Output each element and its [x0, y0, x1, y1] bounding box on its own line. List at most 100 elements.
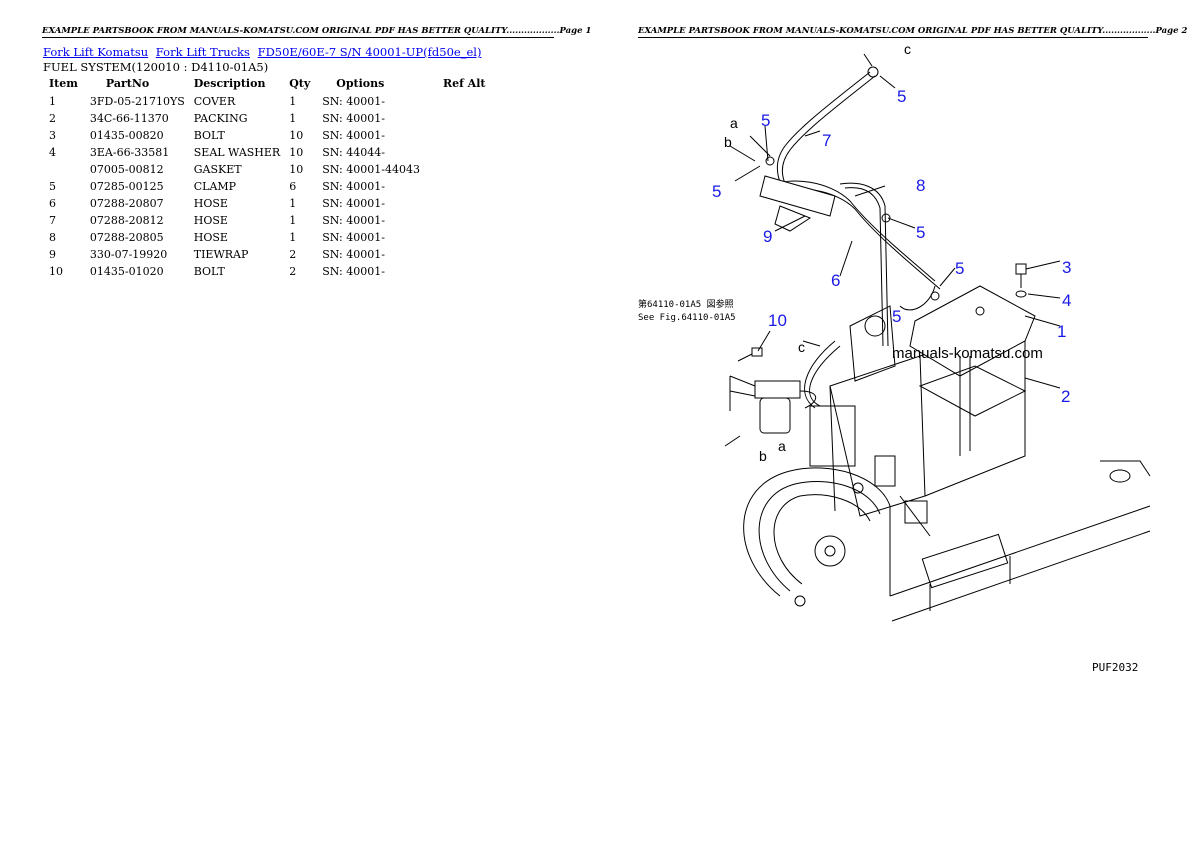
cell-ref-alt [423, 93, 492, 110]
cell-qty: 1 [289, 213, 297, 227]
machine-frame [889, 460, 1151, 622]
breadcrumb-link-fork-lift-trucks[interactable]: Fork Lift Trucks [155, 45, 250, 59]
reference-note-japanese: 第64110-01A5 図参照 [638, 298, 734, 310]
table-row: 07005-00812 GASKET 10 SN: 40001-44043 [43, 161, 491, 178]
cell-options: SN: 40001-44043 [322, 162, 420, 176]
cell-item: 5 [49, 179, 56, 193]
callout-5-top: 5 [897, 87, 906, 106]
cell-description: COVER [193, 94, 236, 108]
cell-item [43, 161, 84, 178]
cell-partno: 07288-20812 [89, 213, 164, 227]
letter-b-bottom: b [759, 448, 767, 464]
cell-partno: 07285-00125 [89, 179, 164, 193]
callout-5-upper: 5 [955, 259, 964, 278]
column-header-partno: PartNo [105, 77, 150, 90]
cell-partno: 07288-20807 [89, 196, 164, 210]
callout-6: 6 [831, 271, 840, 290]
cell-partno: 3EA-66-33581 [89, 145, 170, 159]
breadcrumb-link-fork-lift-komatsu[interactable]: Fork Lift Komatsu [43, 45, 149, 59]
callout-2: 2 [1061, 387, 1070, 406]
callout-9: 9 [763, 227, 772, 246]
letter-a-bottom: a [778, 438, 786, 454]
table-row: 8 07288-20805 HOSE 1 SN: 40001- [43, 229, 491, 246]
leader-lines [724, 53, 1061, 447]
cell-ref-alt [423, 246, 492, 263]
figure-code: PUF2032 [1092, 661, 1138, 674]
cell-qty: 10 [289, 162, 304, 176]
cell-item: 6 [49, 196, 56, 210]
cell-description: BOLT [193, 128, 225, 142]
cell-description: SEAL WASHER [193, 145, 281, 159]
cell-ref-alt [423, 161, 492, 178]
column-header-qty: Qty [289, 77, 311, 90]
cell-description: CLAMP [193, 179, 237, 193]
column-header-description: Description [193, 77, 266, 90]
watermark: manuals-komatsu.com [892, 345, 1043, 362]
callout-7: 7 [822, 131, 831, 150]
fuel-system-diagram: 1 2 3 4 5 5 5 5 5 5 6 7 8 9 10 a b c c a… [638, 41, 1151, 674]
parts-table: Item PartNo Description Qty Options Ref … [43, 76, 491, 280]
section-title: FUEL SYSTEM(120010 : D4110-01A5) [43, 60, 269, 74]
cell-item: 1 [49, 94, 56, 108]
callout-3: 3 [1062, 258, 1071, 277]
cell-ref-alt [423, 195, 492, 212]
cell-description: TIEWRAP [193, 247, 249, 261]
cell-description: HOSE [193, 213, 228, 227]
callout-5-middle: 5 [892, 307, 901, 326]
cell-options: SN: 40001- [322, 230, 385, 244]
cell-description: PACKING [193, 111, 248, 125]
cell-item: 8 [49, 230, 56, 244]
cell-qty: 2 [289, 264, 297, 278]
bolt-and-washer [751, 263, 1027, 357]
cell-partno: 07005-00812 [89, 162, 164, 176]
cell-options: SN: 40001- [322, 128, 385, 142]
callout-5-lower-left: 5 [712, 182, 721, 201]
breadcrumb-link-model[interactable]: FD50E/60E-7 S/N 40001-UP(fd50e_el) [257, 45, 482, 59]
callout-4: 4 [1062, 291, 1071, 310]
cell-qty: 1 [289, 94, 297, 108]
cell-description: GASKET [193, 162, 242, 176]
reference-note-english: See Fig.64110-01A5 [638, 313, 736, 323]
cell-description: HOSE [193, 196, 228, 210]
connection-letters: a b c c a b [724, 41, 911, 464]
cell-partno: 3FD-05-21710YS [89, 94, 185, 108]
cell-item: 10 [49, 264, 63, 278]
letter-c-top: c [904, 41, 911, 57]
cell-options: SN: 40001- [322, 247, 385, 261]
table-row: 1 3FD-05-21710YS COVER 1 SN: 40001- [43, 93, 491, 110]
cell-qty: 1 [289, 111, 297, 125]
cell-item: 4 [49, 145, 56, 159]
cell-partno: 07288-20805 [89, 230, 164, 244]
letter-a-top: a [730, 115, 738, 131]
cell-item: 9 [49, 247, 56, 261]
table-row: 6 07288-20807 HOSE 1 SN: 40001- [43, 195, 491, 212]
letter-c-middle: c [798, 339, 805, 355]
cell-item: 3 [49, 128, 56, 142]
callout-5-left: 5 [761, 111, 770, 130]
cell-qty: 10 [289, 145, 304, 159]
parts-table-header-row: Item PartNo Description Qty Options Ref … [43, 76, 491, 93]
cell-qty: 1 [289, 230, 297, 244]
cell-options: SN: 40001- [322, 179, 385, 193]
letter-b-top: b [724, 134, 732, 150]
cell-options: SN: 40001- [322, 111, 385, 125]
callout-10: 10 [768, 311, 787, 330]
page-2-header: EXAMPLE PARTSBOOK FROM MANUALS-KOMATSU.C… [638, 26, 1188, 38]
callout-8: 8 [916, 176, 925, 195]
cell-ref-alt [423, 263, 492, 280]
cell-options: SN: 40001- [322, 196, 385, 210]
callout-1: 1 [1057, 322, 1066, 341]
cell-ref-alt [423, 229, 492, 246]
column-header-ref-alt: Ref Alt [442, 77, 486, 90]
cell-qty: 1 [289, 196, 297, 210]
cell-options: SN: 40001- [322, 94, 385, 108]
fuel-filter [729, 375, 817, 434]
cell-description: HOSE [193, 230, 228, 244]
